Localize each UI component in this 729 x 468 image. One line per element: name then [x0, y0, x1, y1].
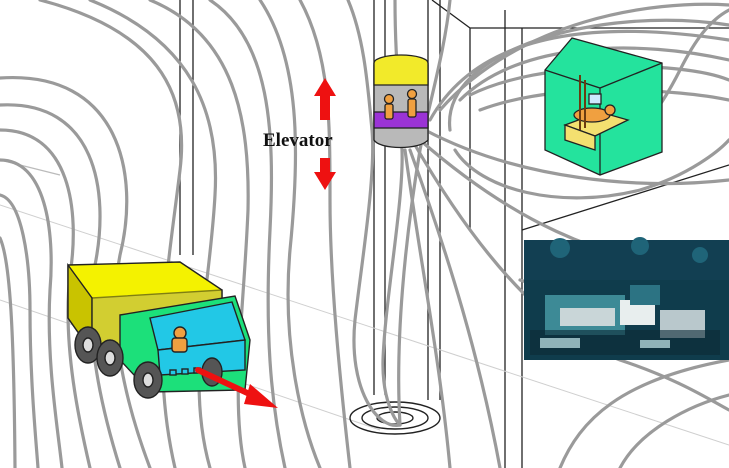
patient-figure	[573, 104, 616, 123]
truck-driver	[171, 326, 188, 353]
arrow-up-icon	[314, 78, 336, 120]
treatment-room	[544, 37, 663, 176]
arrow-right-down-icon	[195, 367, 278, 408]
elevator-label: Elevator	[263, 130, 333, 151]
operating-room-photo	[524, 237, 729, 360]
elevator-car	[373, 54, 429, 149]
elevator-person	[383, 88, 418, 120]
iv-stand	[579, 75, 586, 130]
arrow-down-icon	[314, 158, 336, 190]
truck-wheels	[74, 326, 223, 399]
monitor	[588, 93, 602, 105]
truck	[67, 261, 251, 399]
elevator-shaft-base	[349, 401, 441, 435]
